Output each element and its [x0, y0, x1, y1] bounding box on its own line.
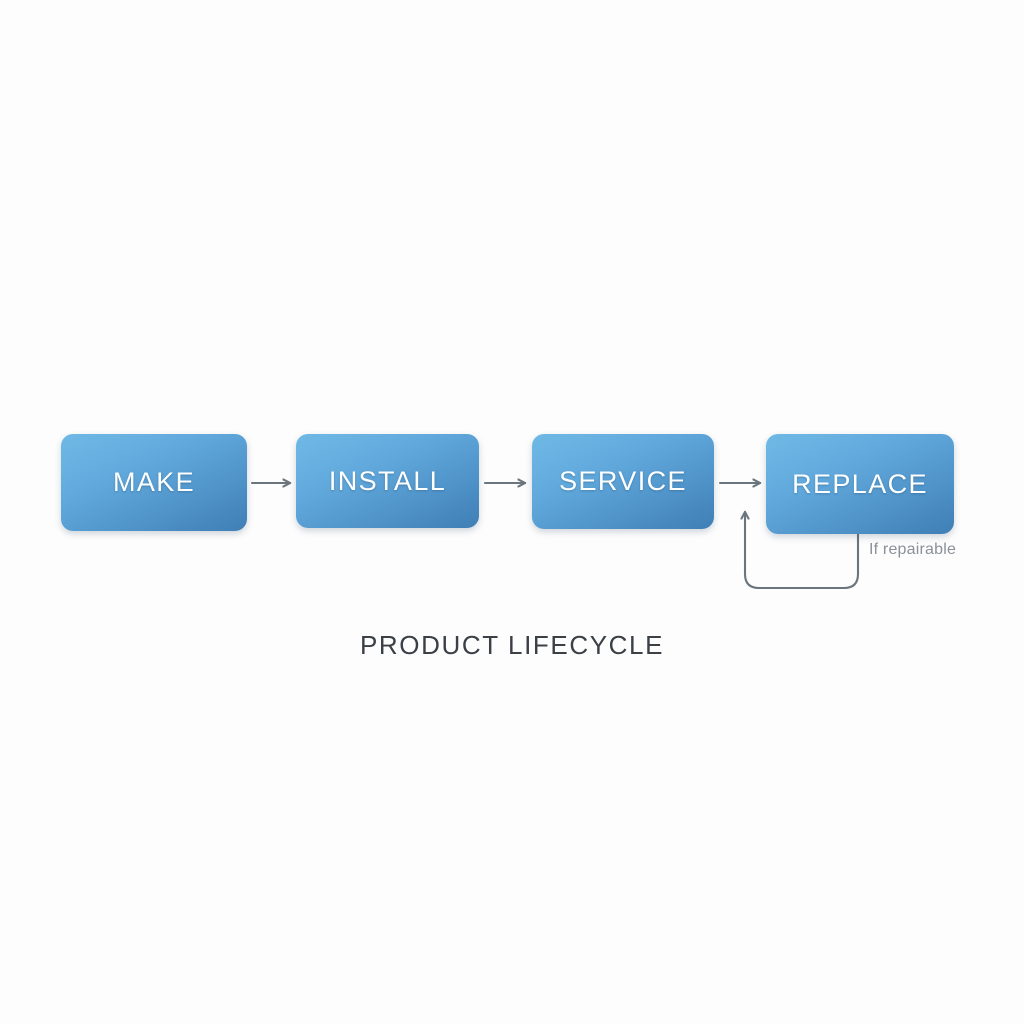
diagram-caption: PRODUCT LIFECYCLE: [359, 630, 665, 660]
node-replace[interactable]: REPLACE: [766, 434, 954, 534]
node-service[interactable]: SERVICE: [532, 434, 714, 529]
arrow-replace-to-service-feedback: [745, 512, 860, 590]
node-service-label: SERVICE: [559, 466, 687, 496]
node-install-label: INSTALL: [328, 465, 447, 496]
node-replace-label: REPLACE: [792, 468, 928, 499]
node-make[interactable]: MAKE: [61, 434, 247, 531]
node-install[interactable]: INSTALL: [296, 434, 479, 528]
node-make-label: MAKE: [112, 467, 196, 497]
edge-label-if-repairable: If repairable: [869, 541, 957, 558]
